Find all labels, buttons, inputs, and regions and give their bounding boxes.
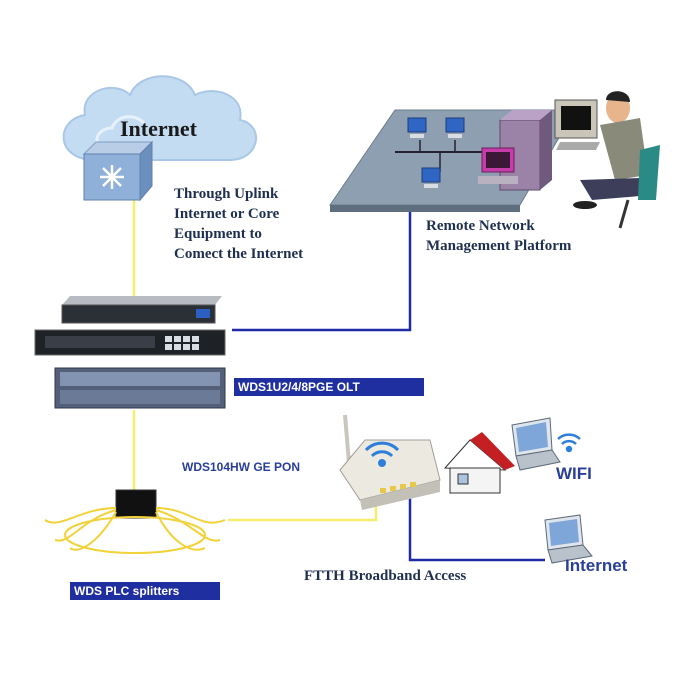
nms-description: Remote Network Management Platform — [426, 216, 571, 256]
onu-router-icon — [339, 414, 441, 510]
laptop-icon — [544, 514, 593, 564]
olt-chassis-icon — [34, 296, 226, 409]
copper-line-internet — [408, 495, 545, 562]
core-switch-icon — [82, 140, 154, 202]
wifi-icon — [557, 433, 581, 453]
copper-line-nms — [232, 205, 412, 332]
uplink-line: Internet or Core — [174, 206, 280, 222]
laptop-icon — [511, 417, 561, 471]
internet-access-label: Internet — [565, 556, 628, 575]
house-icon — [443, 432, 515, 494]
uplink-description: Through Uplink Internet or Core Equipmen… — [174, 184, 303, 264]
operator-icon — [554, 91, 660, 229]
onu-label: WDS104HW GE PON — [182, 460, 301, 474]
uplink-line: Through Uplink — [174, 186, 279, 202]
cloud-title: Internet — [120, 116, 197, 141]
wifi-label: WIFI — [556, 464, 592, 483]
ftth-label: FTTH Broadband Access — [304, 568, 467, 584]
fiber-line-splitter-onu — [228, 495, 378, 522]
nms-line: Management Platform — [426, 238, 572, 254]
splitter-icon — [44, 489, 226, 554]
nms-line: Remote Network — [426, 218, 535, 234]
uplink-line: Equipment to — [174, 226, 262, 242]
splitter-label: WDS PLC splitters — [70, 582, 220, 600]
wifi-icon — [364, 441, 400, 467]
olt-label: WDS1U2/4/8PGE OLT — [234, 378, 424, 396]
network-platform-icon — [329, 109, 576, 212]
uplink-line: Comect the Internet — [174, 246, 304, 262]
